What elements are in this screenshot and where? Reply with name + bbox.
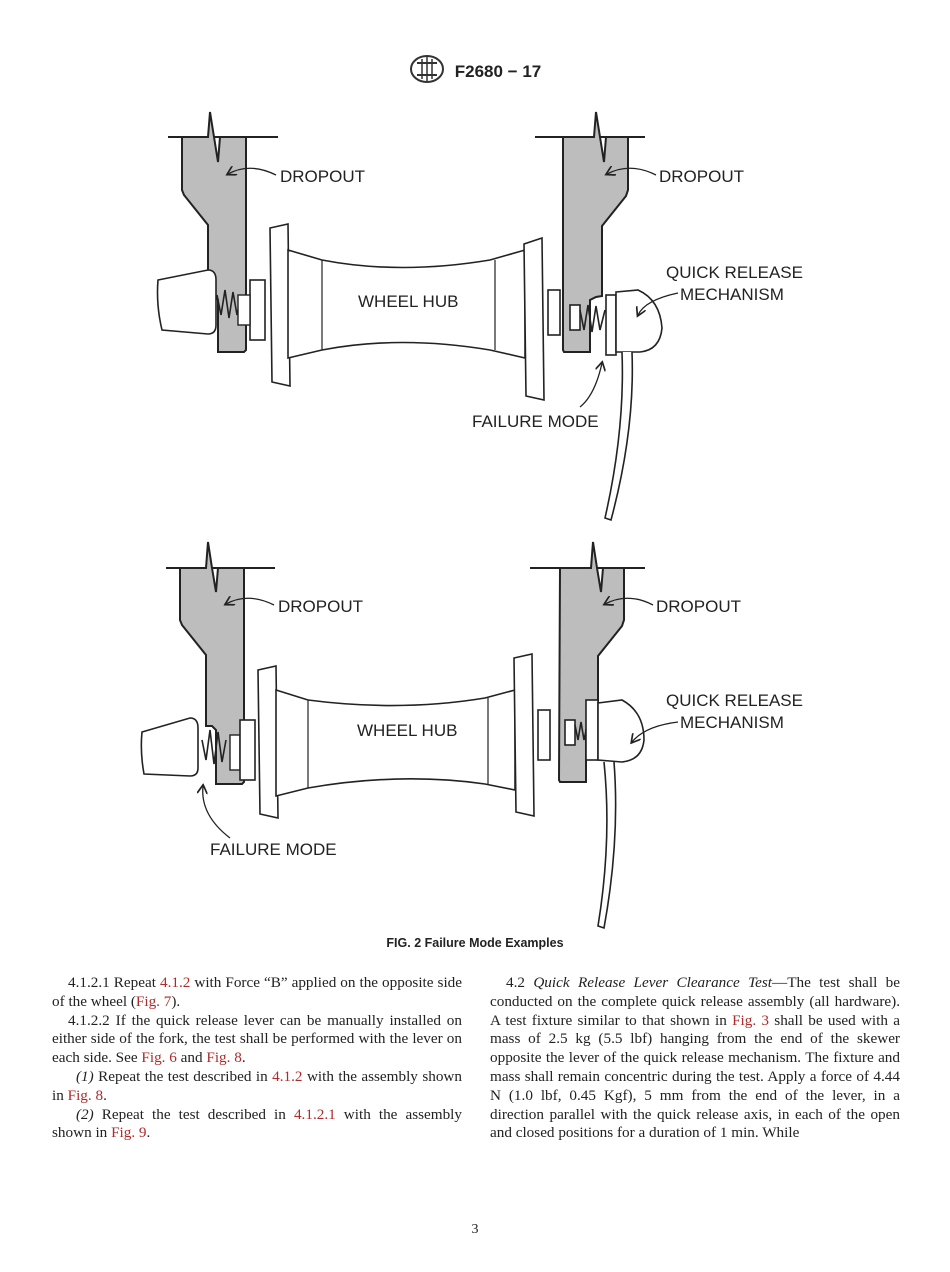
left-skewer-nut-top [156, 269, 217, 335]
dropout-label-bottom-right: DROPOUT [656, 597, 741, 616]
paragraph-4-1-2-1: 4.1.2.1 Repeat 4.1.2 with Force “B” appl… [52, 974, 462, 1010]
paragraph-4-1-2-2: 4.1.2.2 If the quick release lever can b… [52, 1011, 462, 1067]
top-assembly: DROPOUT DROPOUT WHEEL HUB QUICK RELEASE … [156, 111, 803, 522]
qr-label-top-line2: MECHANISM [680, 285, 784, 304]
figure-link[interactable]: Fig. 8 [67, 1086, 104, 1104]
dropout-label-bottom-left: DROPOUT [278, 597, 363, 616]
page-header: F2680 − 17 [0, 54, 950, 89]
paragraph-item-1: (1) Repeat the test described in 4.1.2 w… [52, 1067, 462, 1104]
figure-link[interactable]: Fig. 6 [141, 1049, 177, 1067]
left-skewer-nut-bottom [140, 717, 199, 777]
wheel-hub-label-top: WHEEL HUB [358, 292, 458, 311]
qr-spring-bottom [574, 721, 588, 741]
qr-label-bottom-line2: MECHANISM [680, 713, 784, 732]
figure-link[interactable]: Fig. 3 [732, 1011, 770, 1029]
dropout-label-top-right: DROPOUT [659, 167, 744, 186]
paragraph-item-2: (2) Repeat the test described in 4.1.2.1… [52, 1105, 462, 1142]
page-number: 3 [471, 1222, 479, 1237]
section-link[interactable]: 4.1.2 [159, 974, 191, 991]
left-column: 4.1.2.1 Repeat 4.1.2 with Force “B” appl… [52, 974, 462, 1143]
failure-mode-label-top: FAILURE MODE [472, 412, 599, 431]
left-spring-top [216, 289, 241, 319]
figure-caption: FIG. 2 Failure Mode Examples [386, 936, 564, 950]
quick-release-lever-top [604, 289, 663, 522]
right-column: 4.2 Quick Release Lever Clearance Test—T… [490, 974, 900, 1143]
figure-link[interactable]: Fig. 9 [111, 1124, 147, 1142]
figure-link[interactable]: Fig. 7 [135, 992, 172, 1010]
dropout-label-top-left: DROPOUT [280, 167, 365, 186]
failure-mode-label-bottom: FAILURE MODE [210, 840, 337, 859]
qr-label-top-line1: QUICK RELEASE [666, 263, 803, 282]
wheel-hub-bottom [229, 653, 576, 820]
astm-logo [409, 54, 445, 89]
section-link[interactable]: 4.1.2 [272, 1067, 303, 1085]
quick-release-lever-bottom [585, 699, 645, 930]
failure-mode-diagram: DROPOUT DROPOUT WHEEL HUB QUICK RELEASE … [140, 111, 803, 930]
figure-link[interactable]: Fig. 8 [206, 1049, 242, 1067]
paragraph-4-2: 4.2 Quick Release Lever Clearance Test—T… [490, 974, 900, 1142]
qr-label-bottom-line1: QUICK RELEASE [666, 691, 803, 710]
standard-designation: F2680 − 17 [454, 61, 542, 81]
section-link[interactable]: 4.1.2.1 [293, 1105, 336, 1123]
left-spring-bottom [201, 729, 227, 765]
right-spring-top [579, 304, 606, 333]
wheel-hub-label-bottom: WHEEL HUB [357, 721, 457, 740]
wheel-hub-top [237, 223, 581, 402]
figure-2: DROPOUT DROPOUT WHEEL HUB QUICK RELEASE … [100, 100, 860, 930]
bottom-assembly: DROPOUT DROPOUT WHEEL HUB QUICK RELEASE … [140, 541, 803, 930]
section-title: Quick Release Lever Clearance Test [533, 974, 773, 991]
